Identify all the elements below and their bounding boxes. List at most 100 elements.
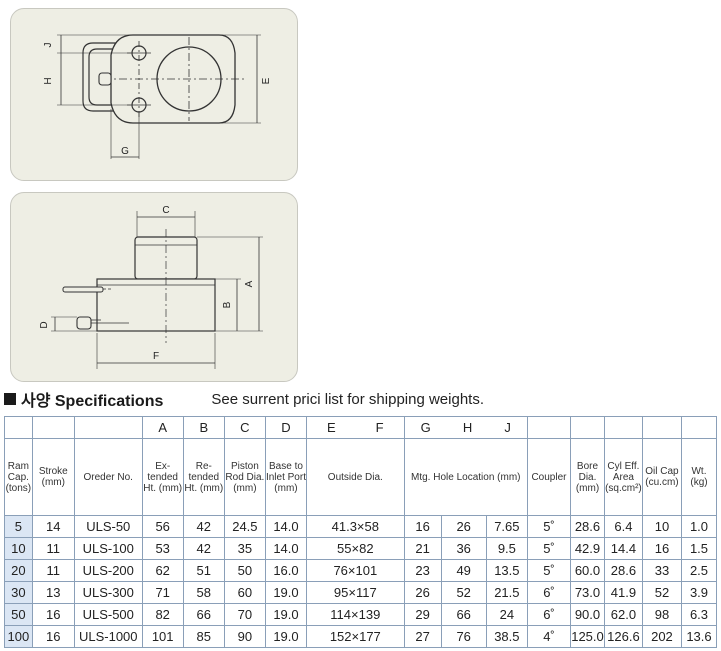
top-view-drawing: J H E G <box>43 34 272 159</box>
cell-retended-ht: 51 <box>182 559 225 582</box>
top-view-diagram-panel: J H E G <box>10 8 298 181</box>
cell-piston-rod-dia: 70 <box>223 603 266 626</box>
cell-base-to-inlet: 14.0 <box>264 537 308 560</box>
cell-bore-dia: 73.0 <box>570 581 605 604</box>
specifications-title: 사양 Specifications <box>21 393 164 410</box>
cell-mtg-g: 27 <box>403 625 442 648</box>
cell-mtg-j: 38.5 <box>485 625 528 648</box>
dim-label-e: E <box>261 77 272 84</box>
dim-label-j: J <box>43 43 54 48</box>
letter-cell-empty <box>570 416 605 439</box>
table-header-row: Ram Cap. (tons) Stroke (mm) Oreder No. E… <box>4 438 718 516</box>
cell-extended-ht: 62 <box>141 559 184 582</box>
cell-oil-cap: 98 <box>641 603 682 626</box>
cell-mtg-j: 13.5 <box>485 559 528 582</box>
shipping-weights-note: See surrent prici list for shipping weig… <box>211 390 484 408</box>
cell-mtg-h: 36 <box>440 537 487 560</box>
cell-mtg-g: 23 <box>403 559 442 582</box>
cell-cyl-eff-area: 62.0 <box>603 603 643 626</box>
cell-mtg-g: 21 <box>403 537 442 560</box>
cell-piston-rod-dia: 60 <box>223 581 266 604</box>
cell-extended-ht: 53 <box>141 537 184 560</box>
header-order-no: Oreder No. <box>73 438 143 516</box>
letter-e: E <box>327 420 336 435</box>
dim-label-b: B <box>222 301 233 308</box>
cell-ram-cap: 30 <box>4 581 33 604</box>
cell-oil-cap: 202 <box>641 625 682 648</box>
cell-mtg-h: 76 <box>440 625 487 648</box>
header-base-to-inlet: Base to Inlet Port (mm) <box>264 438 308 516</box>
cell-wt: 3.9 <box>680 581 718 604</box>
cell-bore-dia: 90.0 <box>570 603 605 626</box>
cell-extended-ht: 101 <box>141 625 184 648</box>
cell-piston-rod-dia: 35 <box>223 537 266 560</box>
letter-h: H <box>462 420 473 435</box>
cell-retended-ht: 66 <box>182 603 225 626</box>
cell-bore-dia: 28.6 <box>570 515 605 538</box>
cell-cyl-eff-area: 28.6 <box>603 559 643 582</box>
cell-outside-dia: 55×82 <box>306 537 405 560</box>
cell-wt: 1.5 <box>680 537 718 560</box>
letter-cell-empty <box>31 416 75 439</box>
cell-cyl-eff-area: 6.4 <box>603 515 643 538</box>
cell-order-no: ULS-100 <box>73 537 143 560</box>
cell-piston-rod-dia: 90 <box>223 625 266 648</box>
cell-oil-cap: 16 <box>641 537 682 560</box>
cell-bore-dia: 42.9 <box>570 537 605 560</box>
cell-mtg-j: 24 <box>485 603 528 626</box>
dim-label-h: H <box>43 77 54 84</box>
cell-ram-cap: 100 <box>4 625 33 648</box>
cell-mtg-g: 26 <box>403 581 442 604</box>
cell-outside-dia: 114×139 <box>306 603 405 626</box>
cell-outside-dia: 41.3×58 <box>306 515 405 538</box>
cell-base-to-inlet: 16.0 <box>264 559 308 582</box>
header-mtg-hole: Mtg. Hole Location (mm) <box>403 438 528 516</box>
cell-base-to-inlet: 19.0 <box>264 603 308 626</box>
cell-bore-dia: 125.0 <box>570 625 605 648</box>
letter-d: D <box>264 416 308 439</box>
cell-piston-rod-dia: 24.5 <box>223 515 266 538</box>
cell-mtg-h: 52 <box>440 581 487 604</box>
cell-wt: 13.6 <box>680 625 718 648</box>
dim-label-g: G <box>121 146 129 157</box>
letter-cell-empty <box>73 416 143 439</box>
cell-coupler: 5˚ <box>526 537 572 560</box>
header-coupler: Coupler <box>526 438 572 516</box>
cell-extended-ht: 82 <box>141 603 184 626</box>
letter-b: B <box>182 416 225 439</box>
square-bullet-icon <box>4 393 16 405</box>
letter-cell-empty <box>603 416 643 439</box>
header-stroke: Stroke (mm) <box>31 438 75 516</box>
letter-a: A <box>141 416 184 439</box>
cell-retended-ht: 85 <box>182 625 225 648</box>
cell-order-no: ULS-500 <box>73 603 143 626</box>
cell-retended-ht: 42 <box>182 537 225 560</box>
cell-order-no: ULS-300 <box>73 581 143 604</box>
cell-mtg-h: 66 <box>440 603 487 626</box>
header-wt: Wt. (kg) <box>680 438 718 516</box>
cell-ram-cap: 20 <box>4 559 33 582</box>
letter-cell-empty <box>641 416 682 439</box>
dim-label-f: F <box>153 351 159 362</box>
cell-order-no: ULS-50 <box>73 515 143 538</box>
side-view-diagram-panel: C A B D F <box>10 192 298 382</box>
cell-extended-ht: 71 <box>141 581 184 604</box>
cell-ram-cap: 5 <box>4 515 33 538</box>
cell-base-to-inlet: 19.0 <box>264 581 308 604</box>
header-ram-cap: Ram Cap. (tons) <box>4 438 33 516</box>
cell-retended-ht: 58 <box>182 581 225 604</box>
dim-label-c: C <box>162 205 169 216</box>
cell-coupler: 5˚ <box>526 559 572 582</box>
cell-coupler: 6˚ <box>526 603 572 626</box>
cell-stroke: 16 <box>31 625 75 648</box>
side-view-drawing: C A B D F <box>39 205 263 369</box>
letter-f: F <box>375 420 384 435</box>
cell-order-no: ULS-200 <box>73 559 143 582</box>
